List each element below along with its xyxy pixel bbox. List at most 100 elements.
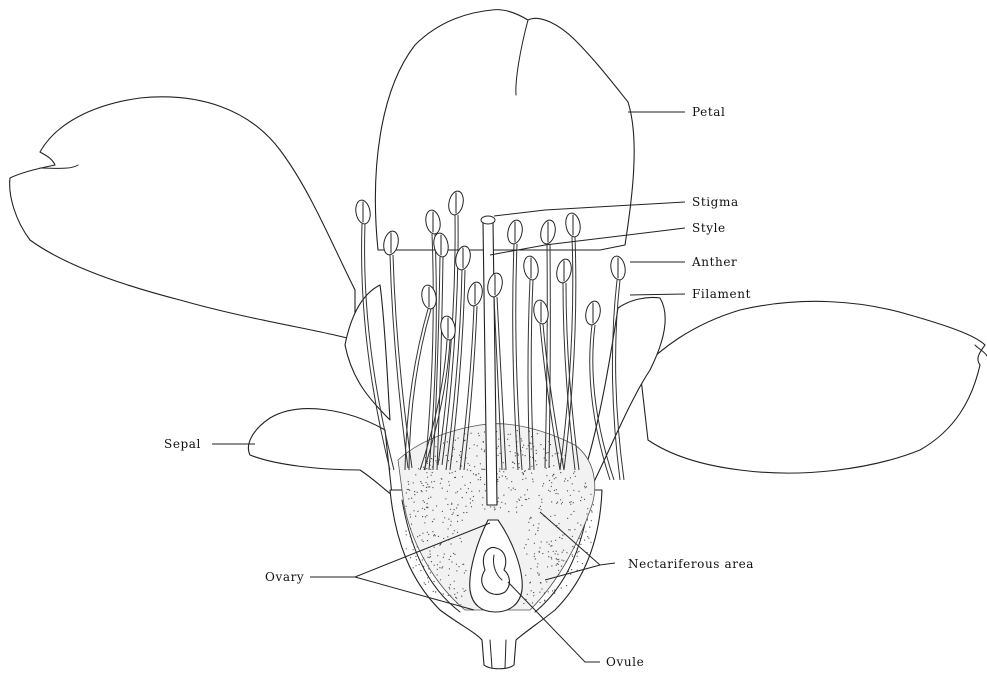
stipple-dot xyxy=(498,497,499,498)
stipple-dot xyxy=(404,515,405,516)
stipple-dot xyxy=(539,547,540,548)
stipple-dot xyxy=(456,507,457,508)
label-ovary: Ovary xyxy=(265,570,304,584)
stipple-dot xyxy=(554,478,555,479)
stipple-dot xyxy=(478,479,479,480)
stipple-dot xyxy=(413,482,414,483)
stipple-dot xyxy=(536,464,537,465)
stipple-dot xyxy=(497,479,498,480)
stipple-dot xyxy=(578,491,579,492)
petal-top xyxy=(375,10,634,250)
stipple-dot xyxy=(422,516,423,517)
stipple-dot xyxy=(528,498,529,499)
stipple-dot xyxy=(419,564,420,565)
stipple-dot xyxy=(473,496,474,497)
stipple-dot xyxy=(480,479,481,480)
stipple-dot xyxy=(567,490,568,491)
stipple-dot xyxy=(503,471,504,472)
stipple-dot xyxy=(546,581,547,582)
stipple-dot xyxy=(523,445,524,446)
stipple-dot xyxy=(433,583,434,584)
stipple-dot xyxy=(562,552,563,553)
stipple-dot xyxy=(587,508,588,509)
stipple-dot xyxy=(432,531,433,532)
stipple-dot xyxy=(448,528,449,529)
stipple-dot xyxy=(480,477,481,478)
stipple-dot xyxy=(472,500,473,501)
stipple-dot xyxy=(434,534,435,535)
stipple-dot xyxy=(499,477,500,478)
stipple-dot xyxy=(447,491,448,492)
stipple-dot xyxy=(566,561,567,562)
stipple-dot xyxy=(538,527,539,528)
stipple-dot xyxy=(533,595,534,596)
stipple-dot xyxy=(428,498,429,499)
stipple-dot xyxy=(467,469,468,470)
stipple-dot xyxy=(542,553,543,554)
stipple-dot xyxy=(457,515,458,516)
stipple-dot xyxy=(570,495,571,496)
stipple-dot xyxy=(534,556,535,557)
stipple-dot xyxy=(508,487,509,488)
stipple-dot xyxy=(550,444,551,445)
stipple-dot xyxy=(455,471,456,472)
stipple-dot xyxy=(453,553,454,554)
stipple-dot xyxy=(449,568,450,569)
stipple-dot xyxy=(460,604,461,605)
stipple-dot xyxy=(456,461,457,462)
stipple-dot xyxy=(554,490,555,491)
label-ovule: Ovule xyxy=(606,655,644,669)
stipple-dot xyxy=(547,566,548,567)
stipple-dot xyxy=(434,519,435,520)
stipple-dot xyxy=(425,516,426,517)
petal-right xyxy=(640,301,985,473)
stipple-dot xyxy=(539,602,540,603)
stipple-dot xyxy=(460,451,461,452)
stipple-dot xyxy=(434,481,435,482)
stipple-dot xyxy=(433,591,434,592)
stipple-dot xyxy=(448,595,449,596)
stipple-dot xyxy=(529,582,530,583)
stipple-dot xyxy=(463,512,464,513)
stipple-dot xyxy=(457,532,458,533)
stipple-dot xyxy=(456,570,457,571)
stipple-dot xyxy=(534,543,535,544)
stipple-dot xyxy=(535,558,536,559)
stipple-dot xyxy=(474,466,475,467)
label-filament: Filament xyxy=(692,287,751,301)
stipple-dot xyxy=(479,490,480,491)
stipple-dot xyxy=(546,542,547,543)
stipple-dot xyxy=(483,469,484,470)
stipple-dot xyxy=(479,435,480,436)
stipple-dot xyxy=(562,502,563,503)
stipple-dot xyxy=(585,487,586,488)
stipple-dot xyxy=(540,582,541,583)
stipple-dot xyxy=(427,532,428,533)
stipple-dot xyxy=(457,491,458,492)
stipple-dot xyxy=(435,460,436,461)
stipple-dot xyxy=(558,559,559,560)
stipple-dot xyxy=(484,450,485,451)
stipple-dot xyxy=(471,433,472,434)
stipple-dot xyxy=(410,536,411,537)
stipple-dot xyxy=(468,488,469,489)
stipple-dot xyxy=(574,529,575,530)
stipple-dot xyxy=(571,569,572,570)
stipple-dot xyxy=(408,489,409,490)
stipple-dot xyxy=(550,516,551,517)
stipple-dot xyxy=(440,561,441,562)
stipple-dot xyxy=(585,531,586,532)
stipple-dot xyxy=(466,512,467,513)
stipple-dot xyxy=(427,477,428,478)
stipple-dot xyxy=(508,434,509,435)
stipple-dot xyxy=(451,521,452,522)
stipple-dot xyxy=(429,557,430,558)
stipple-dot xyxy=(421,491,422,492)
stipple-dot xyxy=(408,498,409,499)
stipple-dot xyxy=(518,455,519,456)
stipple-dot xyxy=(506,478,507,479)
stipple-dot xyxy=(584,540,585,541)
stipple-dot xyxy=(426,468,427,469)
stipple-dot xyxy=(411,541,412,542)
stipple-dot xyxy=(535,534,536,535)
